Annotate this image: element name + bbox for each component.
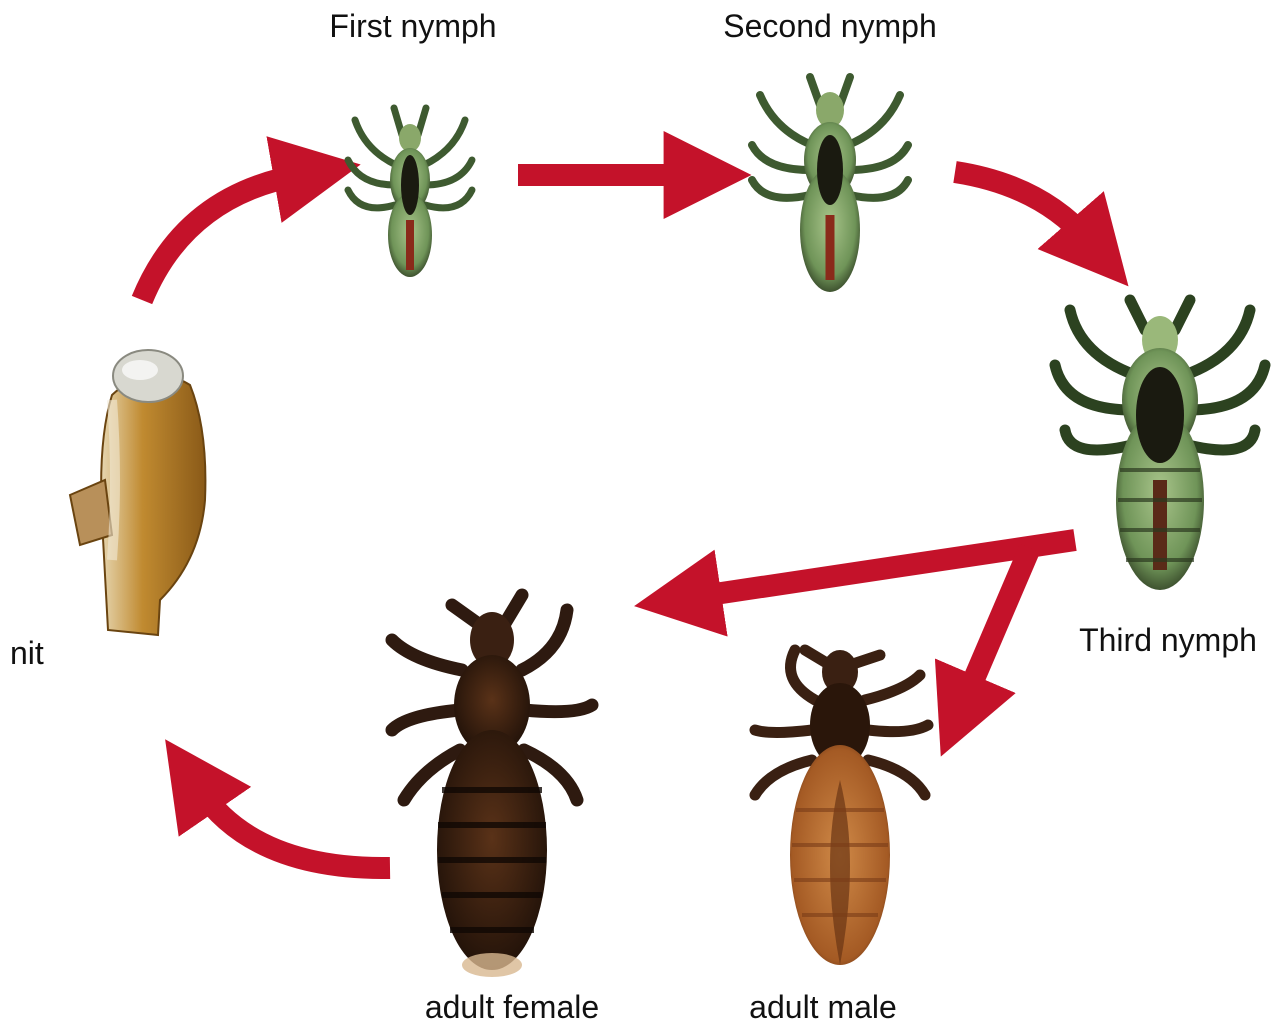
- label-nit: nit: [10, 635, 44, 671]
- label-first-nymph: First nymph: [329, 8, 496, 44]
- arrow-third-nymph-to-adult-male: [965, 548, 1030, 700]
- first-nymph-illustration: [348, 108, 472, 277]
- adult-male-illustration: [755, 650, 928, 965]
- arrow-adult-female-to-nit: [200, 790, 390, 868]
- label-adult-female: adult female: [425, 989, 599, 1025]
- label-third-nymph: Third nymph: [1079, 622, 1257, 658]
- label-second-nymph: Second nymph: [723, 8, 936, 44]
- arrow-nit-to-first-nymph: [142, 175, 300, 300]
- second-nymph-illustration: [752, 77, 908, 292]
- arrow-second-to-third-nymph: [955, 172, 1088, 240]
- adult-female-illustration: [392, 595, 592, 977]
- label-adult-male: adult male: [749, 989, 897, 1025]
- nit-egg-illustration: [70, 350, 205, 635]
- third-nymph-illustration: [1055, 300, 1265, 590]
